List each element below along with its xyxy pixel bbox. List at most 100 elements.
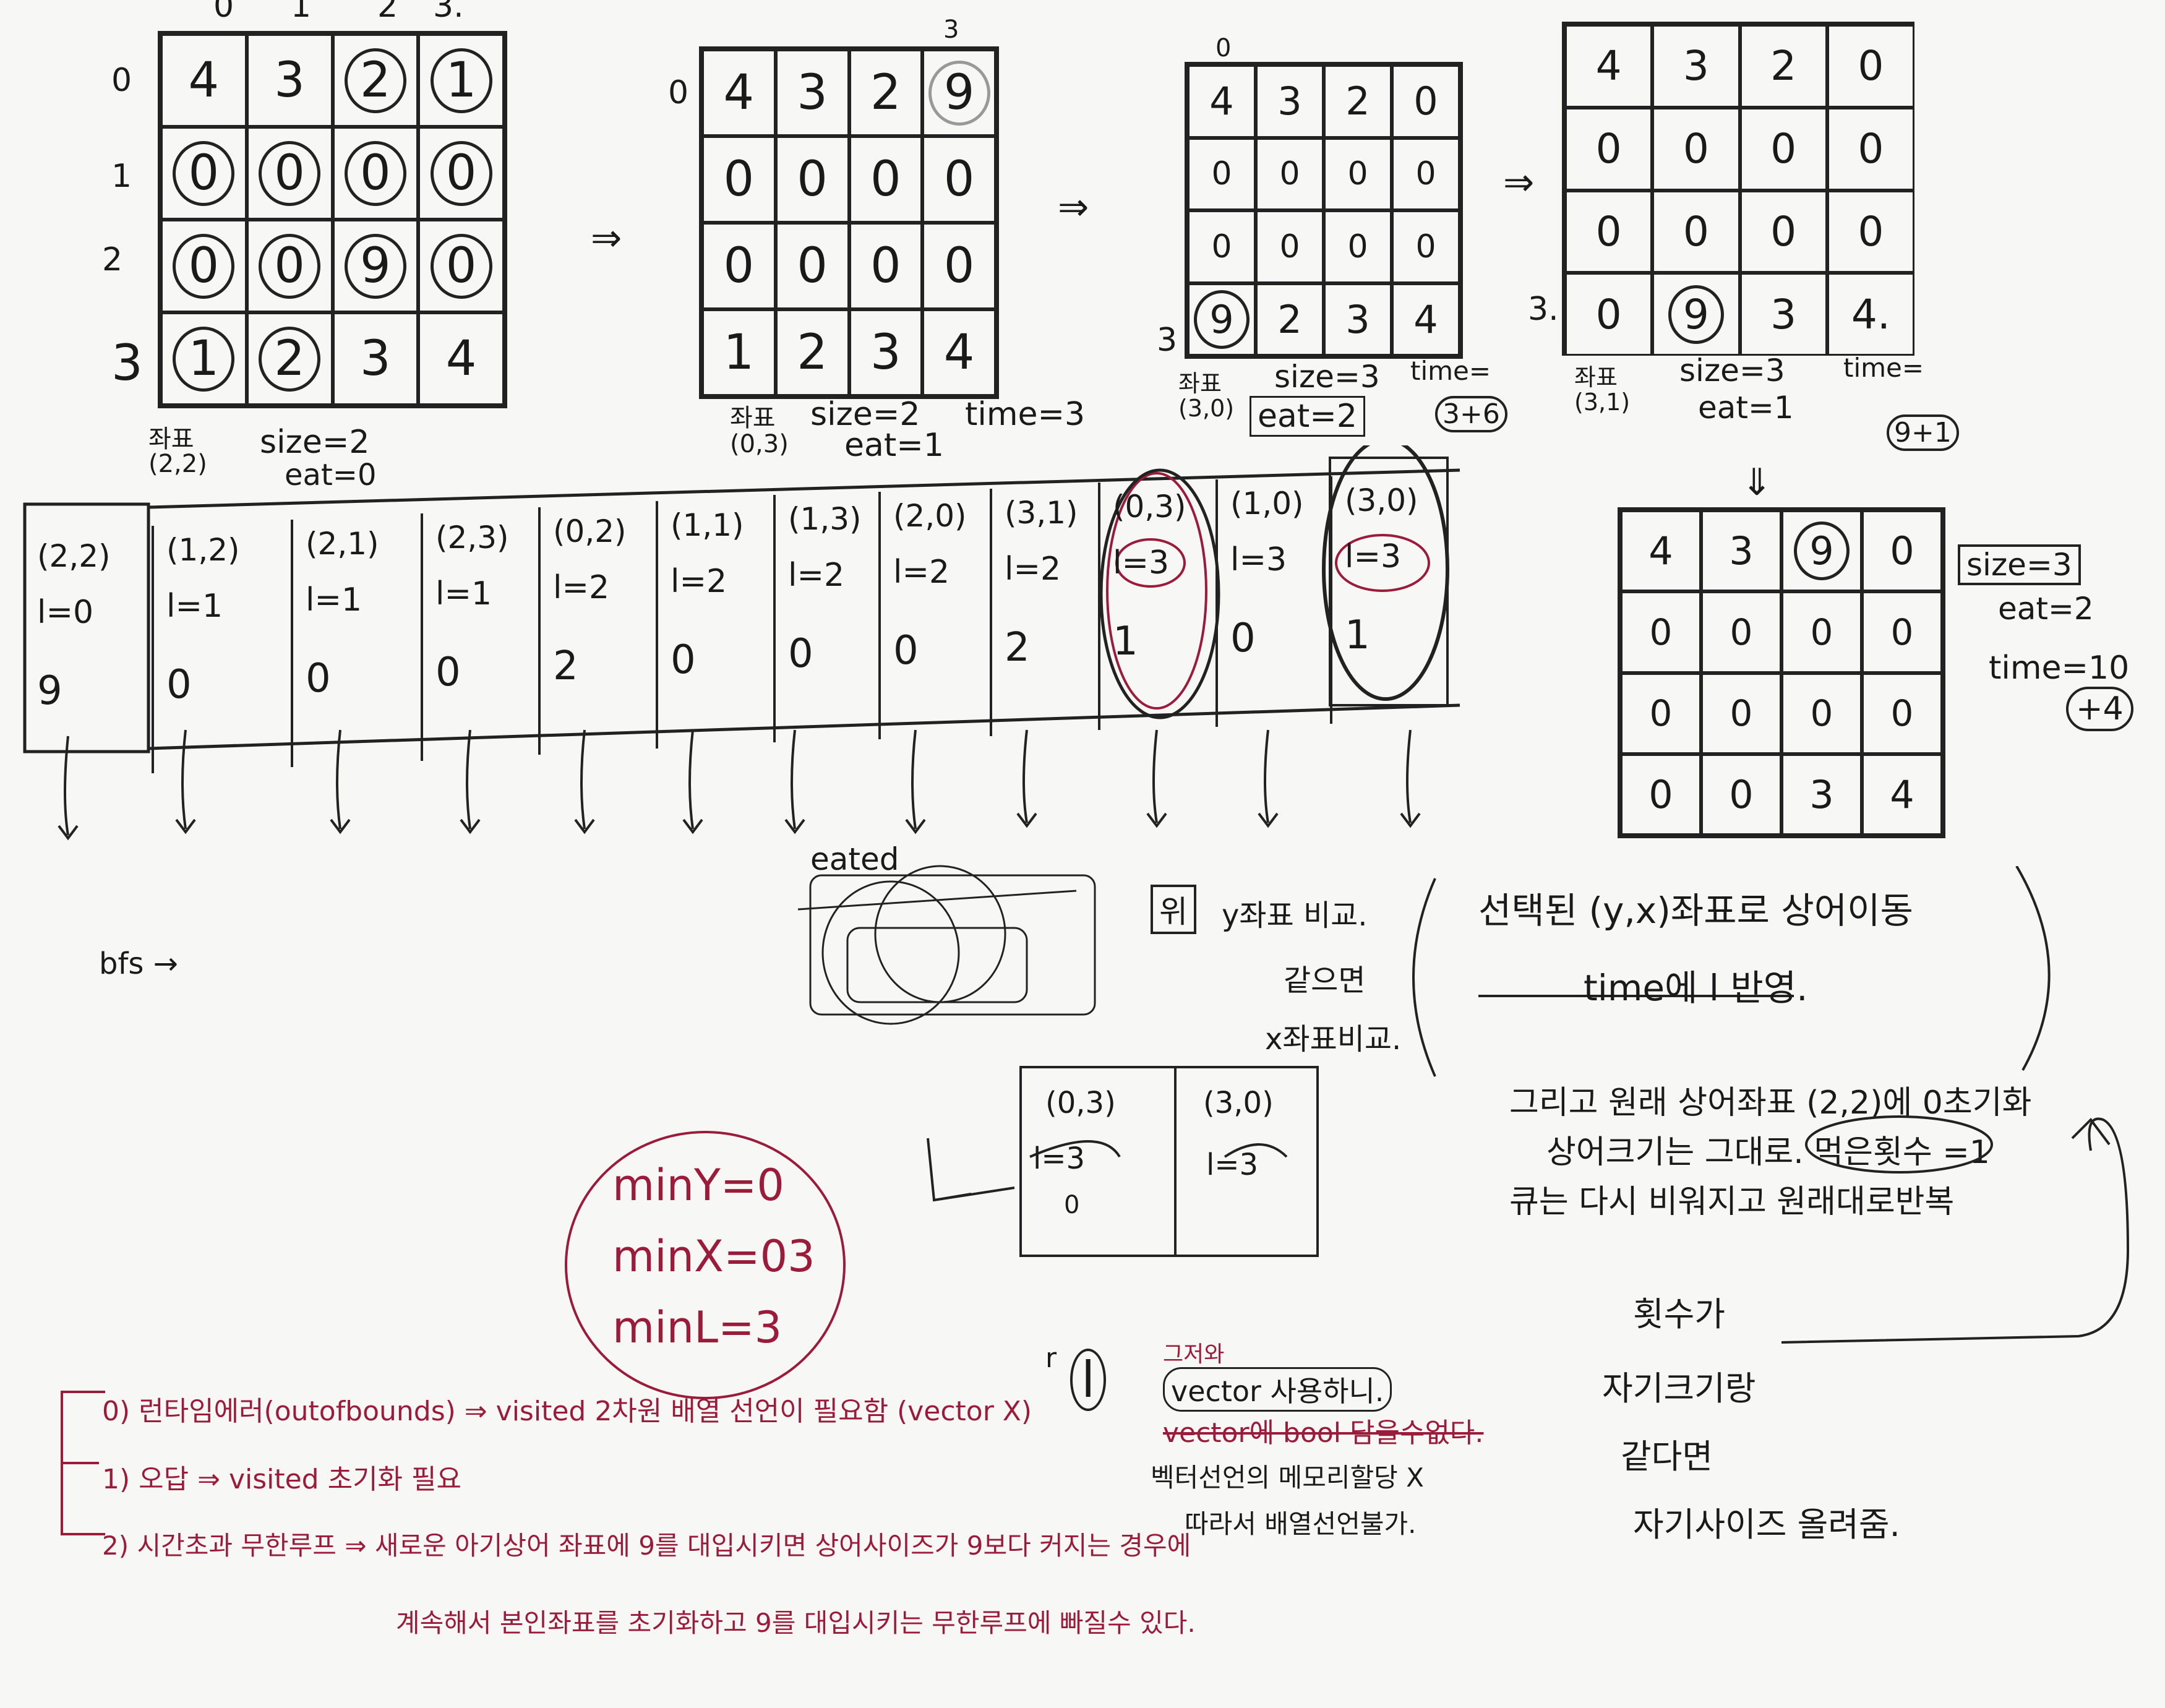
cell-value: 3 <box>274 53 305 108</box>
cell-value: 0 <box>1729 771 1754 817</box>
cell-value-circled: 9 <box>1794 521 1850 581</box>
small-table-coord-0: (0,3) <box>1045 1086 1116 1120</box>
count-line-3: 자기사이즈 올려줌. <box>1633 1505 1900 1544</box>
grid3-col-marker: 0 <box>1215 34 1232 62</box>
error-line-2: 2) 시간초과 무한루프 ⇒ 새로운 아기상어 좌표에 9를 대입시키면 상어사… <box>102 1530 1191 1561</box>
grid5-cell: 0 <box>1701 753 1781 835</box>
queue-value: 9 <box>37 668 62 714</box>
loop-arrow <box>1781 1115 2130 1344</box>
grid1-cell: 0 <box>418 220 504 312</box>
min-x: minX=03 <box>612 1231 815 1282</box>
grid5-cell: 0 <box>1781 672 1862 754</box>
cell-value-circled: 0 <box>430 233 492 299</box>
queue-pop-arrows <box>58 729 1421 841</box>
grid4-cell: 0 <box>1827 107 1914 191</box>
cell-value: 0 <box>1413 79 1438 124</box>
cell-value: 4 <box>1209 79 1234 124</box>
reset-line2: 상어크기는 그대로. 먹은횟수 =1 <box>1546 1134 1990 1171</box>
queue-value: 0 <box>166 662 192 708</box>
grid1-size: size=2 <box>260 424 370 461</box>
grid1-cell: 1 <box>161 312 247 405</box>
reset-line1: 그리고 원래 상어좌표 (2,2)에 0초기화 <box>1509 1084 2032 1122</box>
grid4-cell: 0 <box>1739 107 1827 191</box>
cell-value: 3 <box>1683 42 1709 90</box>
grid1-cell: 0 <box>246 127 333 220</box>
cell-value: 0 <box>797 238 828 294</box>
grid5-cell: 0 <box>1621 591 1701 673</box>
grid3-cell: 0 <box>1324 137 1392 210</box>
cell-value: 0 <box>1595 125 1622 173</box>
grid2-cell: 9 <box>922 49 996 136</box>
vector-line5: 따라서 배열선언불가. <box>1185 1509 1417 1539</box>
cell-value: 0 <box>723 238 755 294</box>
grid1-row-header-2: 2 <box>102 241 123 278</box>
queue-level: l=0 <box>37 594 94 631</box>
grid4-row-header: 3. <box>1528 291 1559 328</box>
queue-value: 0 <box>435 650 461 695</box>
grid3-row-header: 3 <box>1157 322 1178 359</box>
queue-coord: (2,1) <box>306 526 379 562</box>
grid2-info-label: 좌표 (0,3) <box>730 404 789 458</box>
grid3-cell: 3 <box>1324 283 1392 356</box>
cell-value: 0 <box>1858 125 1884 173</box>
grid2-cell: 3 <box>849 309 923 396</box>
grid1-cell: 3 <box>332 312 419 405</box>
bracket-marks <box>1412 866 2051 1077</box>
eated-label: eated <box>810 841 899 877</box>
queue-coord: (2,0) <box>893 498 967 534</box>
grid5-cell: 0 <box>1862 510 1942 592</box>
small-table-l-0: l=3 <box>1033 1141 1086 1176</box>
grid4-cell: 0 <box>1565 190 1653 273</box>
cell-value: 4 <box>445 331 477 387</box>
compare-line3: x좌표비교. <box>1265 1022 1402 1057</box>
cell-value: 0 <box>1415 228 1436 265</box>
cell-value: 3 <box>360 331 391 387</box>
cell-value: 3 <box>870 325 901 380</box>
queue-coord: (1,0) <box>1230 486 1304 521</box>
grid4-cell: 9 <box>1652 273 1740 356</box>
reset-line3: 큐는 다시 비워지고 원래대로반복 <box>1509 1183 1955 1221</box>
grid1-cell: 9 <box>332 220 419 312</box>
cell-value-circled: 0 <box>259 140 321 206</box>
queue-value: 0 <box>671 637 696 683</box>
queue-value: 0 <box>306 656 331 702</box>
grid4-cell: 4 <box>1565 25 1653 108</box>
cell-value: 4 <box>1648 528 1673 574</box>
cell-value: 0 <box>1595 290 1622 338</box>
queue-level: l=3 <box>1230 541 1287 578</box>
cell-value: 3 <box>797 65 828 121</box>
error-line-1: 1) 오답 ⇒ visited 초기화 필요 <box>102 1464 461 1495</box>
grid4-cell: 0 <box>1652 190 1740 273</box>
compare-box: 위 <box>1151 885 1196 934</box>
cell-value: 0 <box>870 238 901 294</box>
grid3-cell: 0 <box>1392 210 1460 283</box>
queue-level: l=2 <box>893 554 950 591</box>
error-bracket <box>61 1391 105 1535</box>
count-line-1: 자기크기랑 <box>1602 1369 1756 1408</box>
grid1-row-header-0: 0 <box>111 62 132 99</box>
small-table-frame <box>927 1066 1319 1257</box>
grid3-cell: 4 <box>1392 283 1460 356</box>
queue-coord: (0,3) <box>1113 489 1186 525</box>
queue-coord: (1,2) <box>166 532 240 568</box>
cell-value-circled: 0 <box>344 140 406 206</box>
grid3-cell: 0 <box>1392 65 1460 138</box>
cell-value: 0 <box>1211 155 1232 193</box>
error-line-0: 0) 런타임에러(outofbounds) ⇒ visited 2차원 배열 선… <box>102 1396 1032 1427</box>
small-table-v-0: 0 <box>1064 1191 1080 1219</box>
grid5-cell: 0 <box>1621 672 1701 754</box>
grid2-cell: 4 <box>922 309 996 396</box>
small-table-coord-1: (3,0) <box>1203 1086 1274 1120</box>
grid5-eat: eat=2 <box>1998 591 2094 627</box>
grid3-cell: 0 <box>1256 210 1324 283</box>
grid2-cell: 0 <box>922 136 996 223</box>
grid2-cell: 0 <box>849 223 923 309</box>
cell-value: 0 <box>1649 692 1673 735</box>
cell-value-circled: 9 <box>1194 290 1250 349</box>
grid3-cell: 4 <box>1188 65 1256 138</box>
